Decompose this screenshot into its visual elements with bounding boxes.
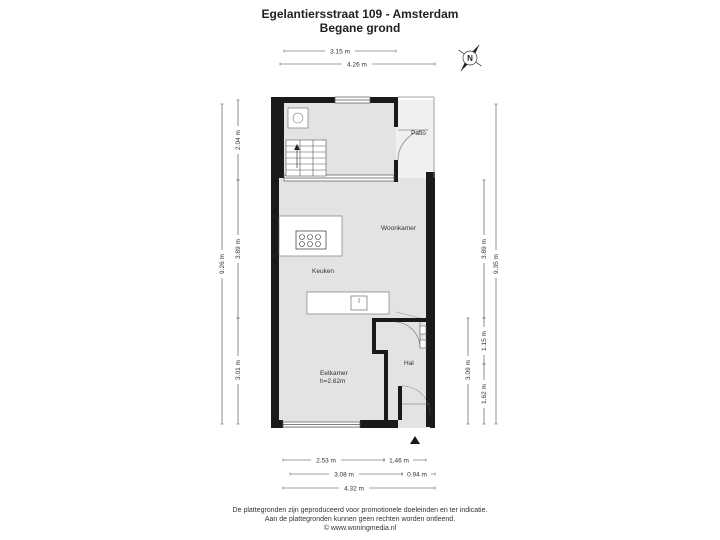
- room-label-woonkamer: Woonkamer: [381, 225, 417, 232]
- kitchen-island: [306, 291, 390, 315]
- disclaimer: De plattegronden zijn geproduceerd voor …: [0, 506, 720, 533]
- kitchen-counter: [278, 215, 343, 257]
- room-label-keuken: Keuken: [312, 268, 334, 275]
- dim-right-upper: 3.89 m: [481, 239, 488, 259]
- disclaimer-line-1: De plattegronden zijn geproduceerd voor …: [232, 507, 488, 514]
- copyright-link[interactable]: © www.woningmedia.nl: [323, 525, 397, 532]
- floor-label: Begane grond: [319, 21, 401, 35]
- dim-right-lower: 1.62 m: [481, 384, 488, 404]
- dim-bottom-right: 1.46 m: [389, 458, 409, 465]
- dim-bottom-left: 2.53 m: [316, 458, 336, 465]
- patio-outline: [397, 96, 435, 178]
- entrance-marker: [410, 436, 420, 444]
- staircase: [285, 139, 327, 177]
- doors: [395, 311, 431, 444]
- room-label-patio: Patio: [411, 130, 426, 137]
- dim-left-top: 2.04 m: [235, 130, 242, 150]
- dim-right-hal: 3.09 m: [465, 360, 472, 380]
- utility-unit: [287, 107, 309, 129]
- walls: [271, 97, 435, 428]
- stove-icon: [295, 230, 327, 250]
- disclaimer-line-2: Aan de plattegronden kunnen geen rechten…: [264, 516, 456, 523]
- compass-icon: [458, 44, 482, 72]
- dim-right-total: 9.35 m: [493, 254, 500, 274]
- dim-left-middle: 3.89 m: [235, 239, 242, 259]
- dim-top-inner: 3.15 m: [330, 49, 350, 56]
- dim-left-total: 9.26 m: [219, 254, 226, 274]
- windows: [282, 96, 395, 428]
- room-label-eetkamer: Eetkamer: [320, 370, 349, 377]
- dim-top-outer: 4.26 m: [347, 62, 367, 69]
- floor-patio: [396, 100, 434, 178]
- dimension-labels: 3.15 m 4.26 m 2.04 m 3.89 m 3.01 m 9.26 …: [218, 47, 500, 493]
- dim-right-mid: 1.15 m: [481, 331, 488, 351]
- room-height-eetkamer: h=2.62m: [320, 378, 345, 385]
- dim-bottom2-left: 3.08 m: [334, 472, 354, 479]
- room-label-hal: Hal: [404, 360, 414, 367]
- compass-north-label: N: [467, 54, 473, 63]
- dim-bottom-total: 4.32 m: [344, 486, 364, 493]
- plan-title: Egelantiersstraat 109 - Amsterdam: [261, 7, 459, 21]
- dim-bottom2-right: 0.94 m: [407, 472, 427, 479]
- dim-left-bottom: 3.01 m: [235, 360, 242, 380]
- floor-areas: [278, 100, 434, 428]
